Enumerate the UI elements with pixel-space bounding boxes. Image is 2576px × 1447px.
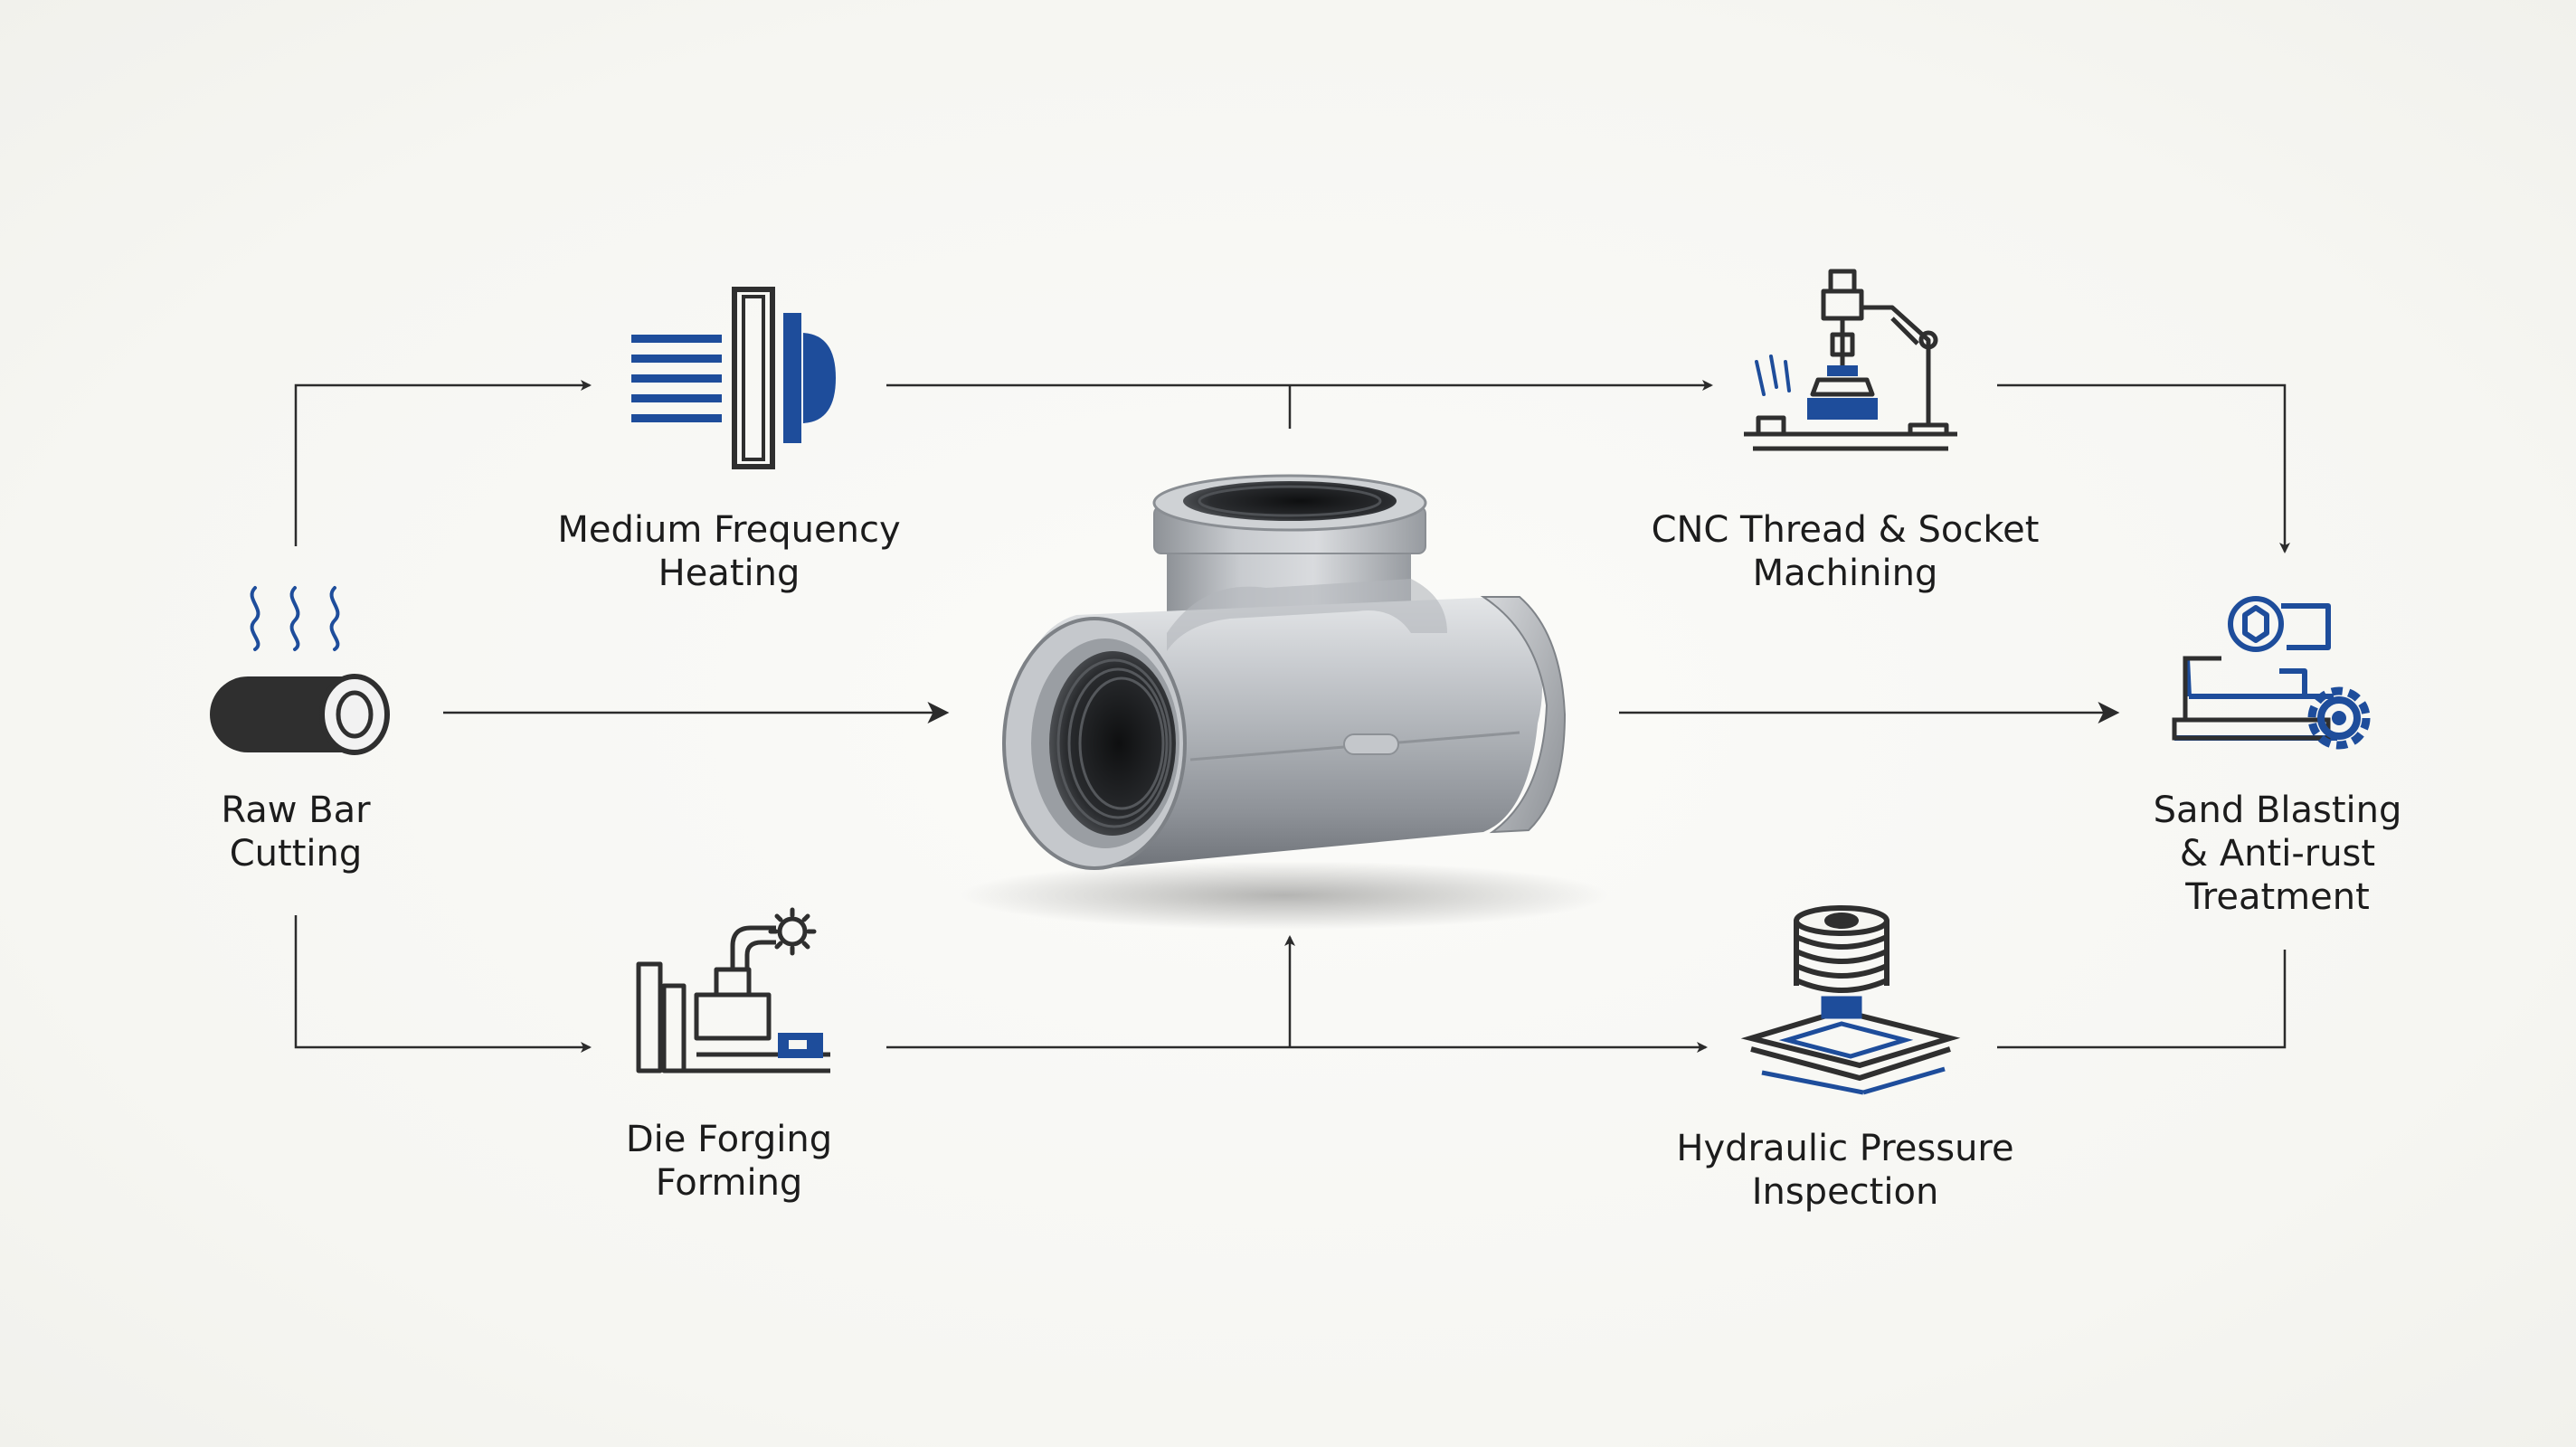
label-line: Hydraulic Pressure — [1676, 1128, 2014, 1169]
connector-raw-to-forging — [294, 915, 592, 1053]
connector-raw-to-heating — [294, 380, 592, 546]
step-label-raw-bar-cutting: Raw Bar Cutting — [221, 789, 370, 875]
label-line: Raw Bar — [221, 790, 371, 831]
pressure-test-icon — [1740, 905, 1961, 1095]
raw-bar-icon — [210, 586, 390, 755]
label-line: Sand Blasting — [2153, 790, 2402, 831]
label-line: Inspection — [1751, 1171, 1939, 1213]
blasting-gear-icon — [2172, 596, 2371, 750]
label-line: Heating — [658, 553, 800, 594]
label-line: CNC Thread & Socket — [1651, 509, 2040, 551]
step-label-hydraulic-pressure-inspection: Hydraulic Pressure Inspection — [1676, 1127, 2013, 1214]
label-line: Forming — [655, 1162, 803, 1204]
label-line: Medium Frequency — [557, 509, 901, 551]
step-label-die-forging-forming: Die Forging Forming — [626, 1118, 832, 1205]
step-label-cnc-thread-socket-machining: CNC Thread & Socket Machining — [1652, 508, 2040, 595]
connector-forging-to-inspection — [886, 935, 1708, 1053]
connector-inspection-to-sandblasting — [1997, 950, 2287, 1049]
label-line: Treatment — [2185, 876, 2370, 918]
forging-press-icon — [636, 907, 830, 1073]
step-label-medium-frequency-heating: Medium Frequency Heating — [557, 508, 900, 595]
connector-heating-to-cnc — [886, 380, 1713, 429]
label-line: & Anti-rust — [2179, 833, 2376, 875]
cnc-machine-icon — [1744, 269, 1957, 451]
connector-cnc-to-sandblasting — [1997, 383, 2290, 553]
stainless-steel-tee-fitting — [959, 474, 1610, 930]
label-line: Cutting — [229, 833, 363, 875]
induction-coil-icon — [631, 287, 836, 469]
step-label-sand-blasting-anti-rust: Sand Blasting & Anti-rust Treatment — [2154, 789, 2402, 919]
label-line: Die Forging — [625, 1119, 833, 1160]
label-line: Machining — [1752, 553, 1938, 594]
